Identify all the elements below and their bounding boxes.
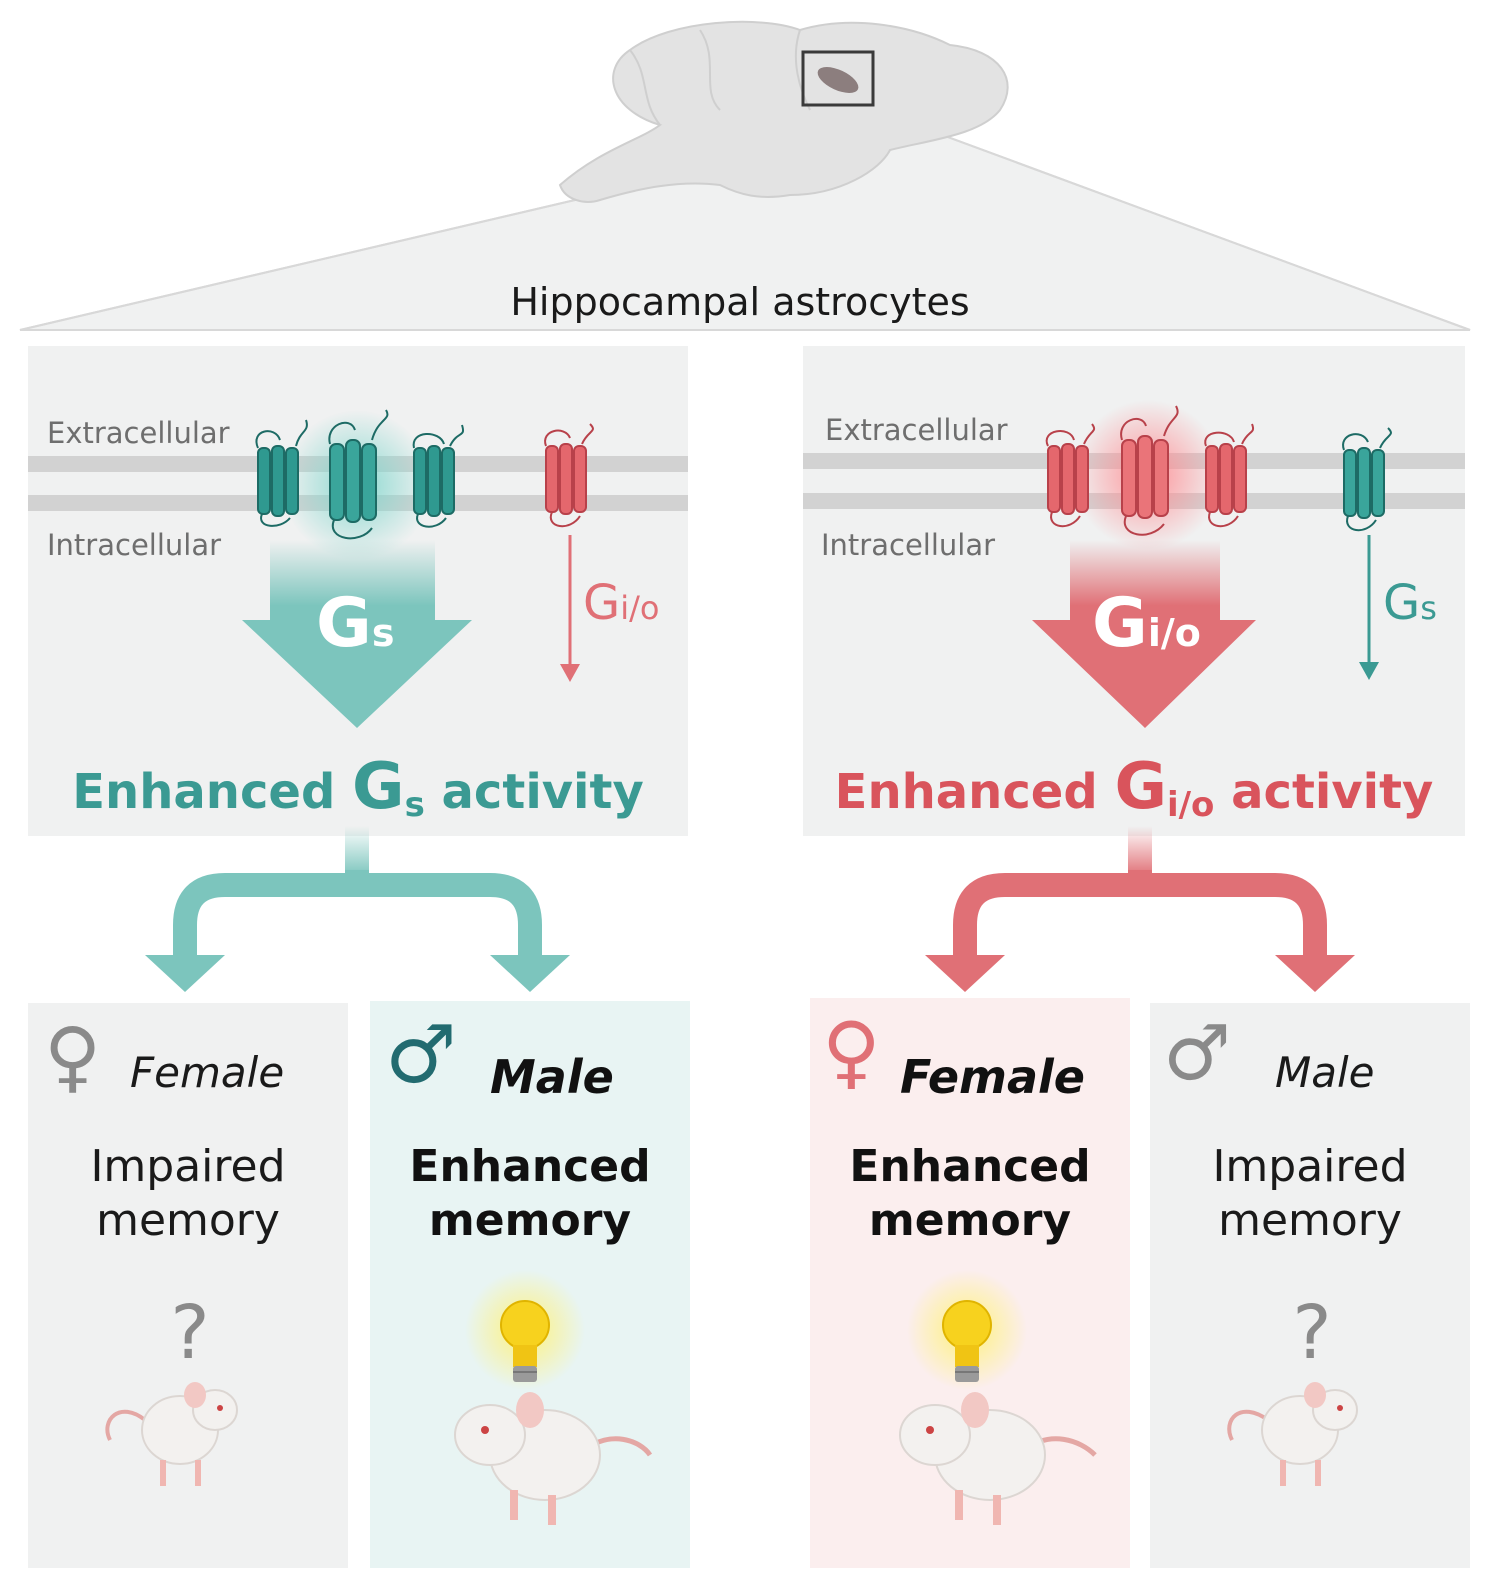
lightbulb-icon	[907, 1270, 1027, 1390]
gs-receptor-icon	[1342, 427, 1392, 531]
gs-big-arrow-label: Gs	[316, 584, 395, 663]
female-symbol-icon: ♀	[822, 1005, 881, 1098]
gio-receptor-icon	[544, 423, 594, 527]
intracellular-label: Intracellular	[821, 528, 996, 562]
zoom-box	[801, 50, 875, 107]
outcome-box-left-female	[28, 1003, 348, 1568]
male-symbol-icon: ♂	[385, 1008, 457, 1101]
mouse-icon	[105, 1382, 238, 1486]
mouse-icon	[454, 1392, 653, 1525]
sex-label: Male	[490, 1050, 614, 1104]
left-activity-label: Enhanced Gs activity	[72, 750, 644, 825]
gs-receptor-icon	[412, 424, 464, 528]
gio-big-arrow-label: Gi/o	[1092, 584, 1201, 663]
extracellular-label: Extracellular	[47, 416, 230, 450]
gs-small-arrow-label: Gs	[1383, 575, 1437, 631]
intracellular-label: Intracellular	[47, 528, 222, 562]
sex-label: Female	[900, 1050, 1085, 1104]
hippocampus-region	[817, 67, 859, 93]
gio-receptor-icon	[1204, 423, 1254, 527]
left-branch-arrow	[145, 826, 570, 992]
gs-receptor-icon	[328, 409, 389, 540]
extracellular-label: Extracellular	[825, 413, 1008, 447]
gio-big-arrow	[1032, 540, 1256, 728]
right-activity-label: Enhanced Gi/o activity	[834, 750, 1434, 825]
outcome-box-right-male	[1150, 1003, 1470, 1568]
right-branch-arrow	[925, 826, 1355, 992]
question-mark-icon: ?	[1292, 1290, 1332, 1376]
gio-receptor-icon	[1045, 423, 1096, 527]
mouse-icon	[899, 1392, 1097, 1525]
lightbulb-icon	[465, 1270, 585, 1390]
gio-small-arrow-label: Gi/o	[583, 575, 660, 631]
gs-receptor-icon	[255, 419, 308, 527]
gs-big-arrow	[242, 540, 472, 728]
male-symbol-icon: ♂	[1163, 1008, 1232, 1097]
brain-icon	[558, 20, 1009, 203]
sex-label: Female	[130, 1048, 285, 1097]
sex-label: Male	[1275, 1048, 1375, 1097]
mouse-icon	[1227, 1382, 1358, 1486]
question-mark-icon: ?	[170, 1290, 210, 1376]
female-symbol-icon: ♀	[44, 1012, 102, 1102]
gio-receptor-icon	[1120, 405, 1179, 536]
diagram-title: Hippocampal astrocytes	[510, 280, 970, 324]
